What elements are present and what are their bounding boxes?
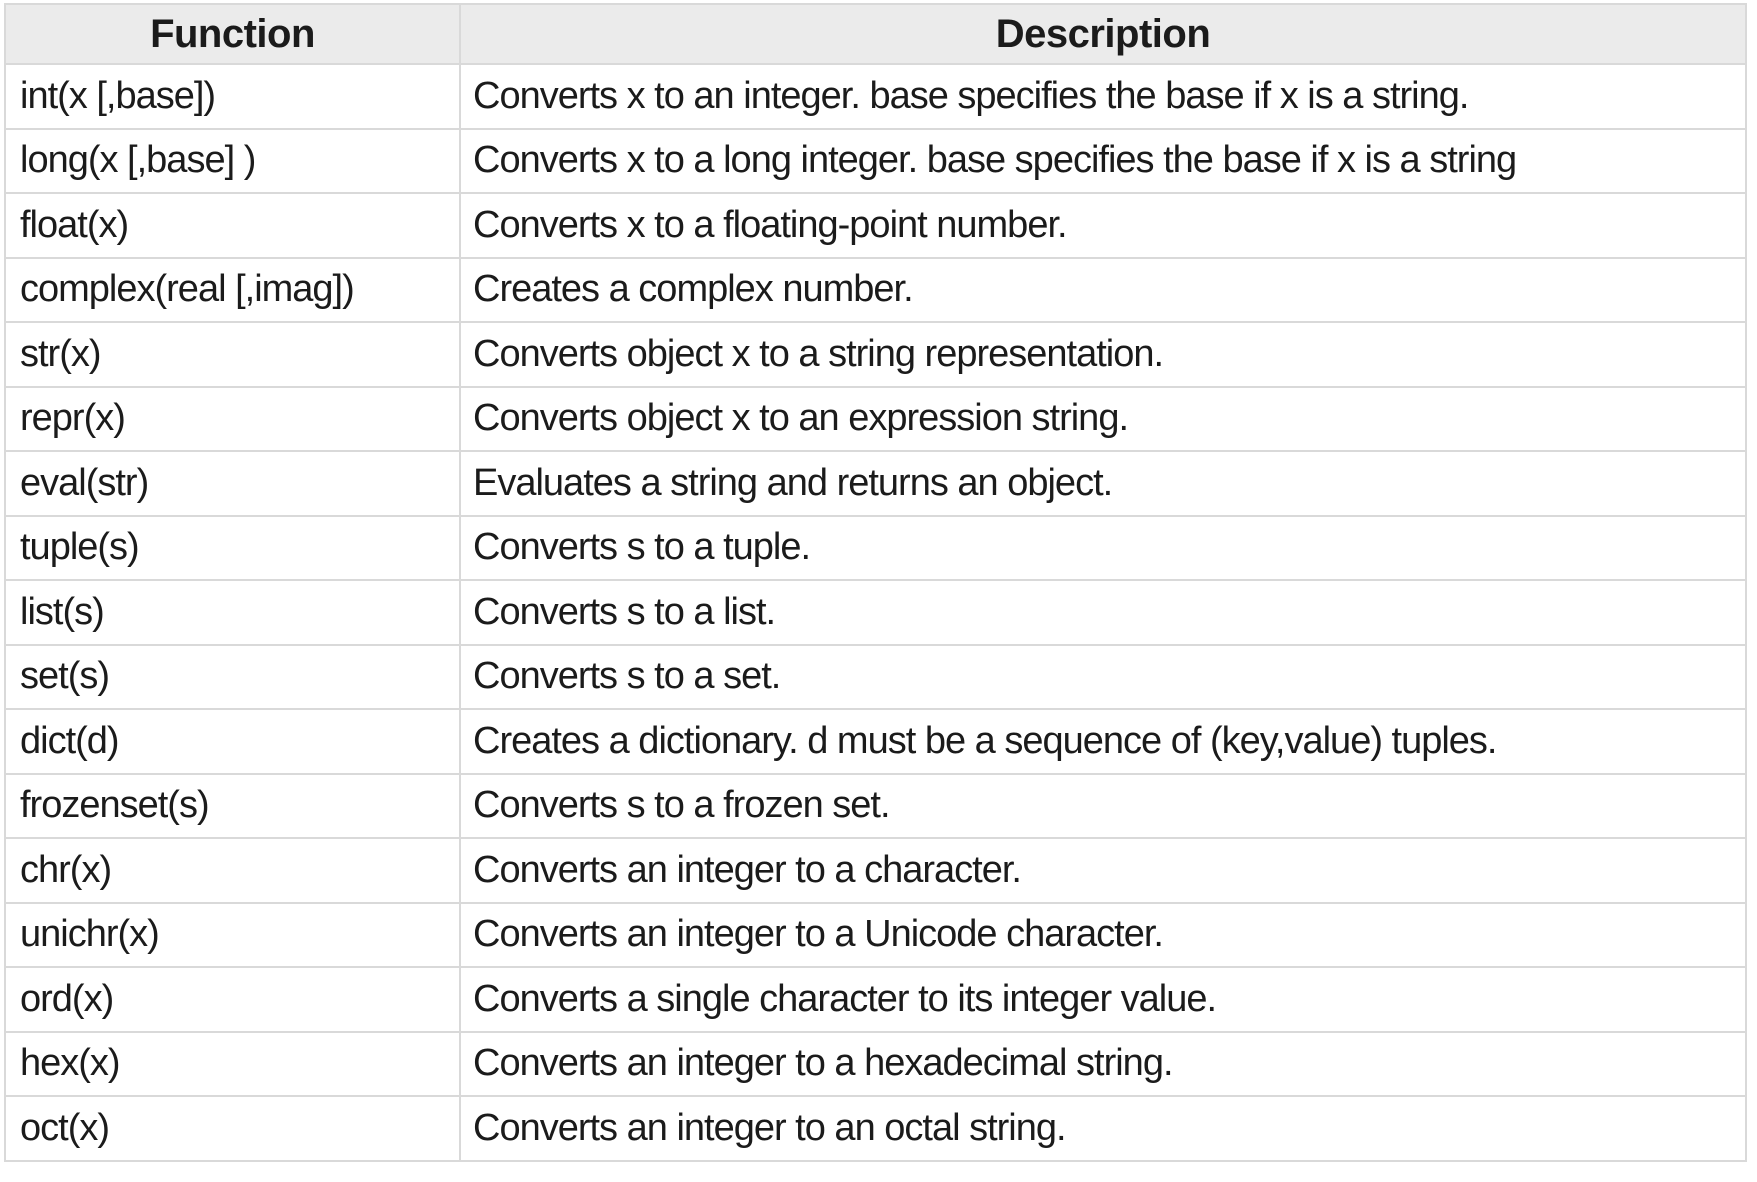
function-cell: hex(x) (4, 1030, 461, 1097)
description-cell: Converts an integer to a Unicode charact… (459, 901, 1747, 968)
table-row: eval(str) Evaluates a string and returns… (4, 450, 1747, 517)
table-body: int(x [,base]) Converts x to an integer.… (4, 63, 1747, 1162)
function-cell: long(x [,base] ) (4, 127, 461, 194)
function-cell: list(s) (4, 579, 461, 646)
table-row: unichr(x) Converts an integer to a Unico… (4, 901, 1747, 968)
function-cell: str(x) (4, 321, 461, 388)
description-cell: Converts s to a set. (459, 643, 1747, 710)
description-cell: Converts a single character to its integ… (459, 966, 1747, 1033)
function-cell: float(x) (4, 192, 461, 259)
table-row: tuple(s) Converts s to a tuple. (4, 514, 1747, 581)
function-cell: unichr(x) (4, 901, 461, 968)
description-cell: Converts x to a floating-point number. (459, 192, 1747, 259)
function-cell: complex(real [,imag]) (4, 256, 461, 323)
description-cell: Evaluates a string and returns an object… (459, 450, 1747, 517)
table-row: set(s) Converts s to a set. (4, 643, 1747, 710)
function-cell: oct(x) (4, 1095, 461, 1162)
function-cell: ord(x) (4, 966, 461, 1033)
description-cell: Converts an integer to a character. (459, 837, 1747, 904)
table-row: frozenset(s) Converts s to a frozen set. (4, 772, 1747, 839)
description-cell: Converts x to an integer. base specifies… (459, 63, 1747, 130)
description-cell: Converts s to a frozen set. (459, 772, 1747, 839)
table-row: repr(x) Converts object x to an expressi… (4, 385, 1747, 452)
description-cell: Converts an integer to a hexadecimal str… (459, 1030, 1747, 1097)
table-row: chr(x) Converts an integer to a characte… (4, 837, 1747, 904)
function-cell: dict(d) (4, 708, 461, 775)
table-row: long(x [,base] ) Converts x to a long in… (4, 127, 1747, 194)
function-cell: int(x [,base]) (4, 63, 461, 130)
function-cell: frozenset(s) (4, 772, 461, 839)
description-cell: Converts object x to an expression strin… (459, 385, 1747, 452)
description-cell: Converts s to a list. (459, 579, 1747, 646)
header-row: Function Description (4, 3, 1747, 65)
description-cell: Converts object x to a string representa… (459, 321, 1747, 388)
description-cell: Creates a dictionary. d must be a sequen… (459, 708, 1747, 775)
function-cell: eval(str) (4, 450, 461, 517)
column-header-function: Function (4, 3, 461, 65)
function-cell: set(s) (4, 643, 461, 710)
table-row: float(x) Converts x to a floating-point … (4, 192, 1747, 259)
description-cell: Converts x to a long integer. base speci… (459, 127, 1747, 194)
function-cell: tuple(s) (4, 514, 461, 581)
table-row: ord(x) Converts a single character to it… (4, 966, 1747, 1033)
description-cell: Converts an integer to an octal string. (459, 1095, 1747, 1162)
table-row: dict(d) Creates a dictionary. d must be … (4, 708, 1747, 775)
column-header-description: Description (459, 3, 1747, 65)
function-cell: chr(x) (4, 837, 461, 904)
description-cell: Converts s to a tuple. (459, 514, 1747, 581)
table-row: hex(x) Converts an integer to a hexadeci… (4, 1030, 1747, 1097)
table-row: complex(real [,imag]) Creates a complex … (4, 256, 1747, 323)
table-row: str(x) Converts object x to a string rep… (4, 321, 1747, 388)
description-cell: Creates a complex number. (459, 256, 1747, 323)
table-row: list(s) Converts s to a list. (4, 579, 1747, 646)
table-row: oct(x) Converts an integer to an octal s… (4, 1095, 1747, 1162)
function-cell: repr(x) (4, 385, 461, 452)
table-row: int(x [,base]) Converts x to an integer.… (4, 63, 1747, 130)
python-functions-table: Function Description int(x [,base]) Conv… (4, 3, 1747, 1162)
